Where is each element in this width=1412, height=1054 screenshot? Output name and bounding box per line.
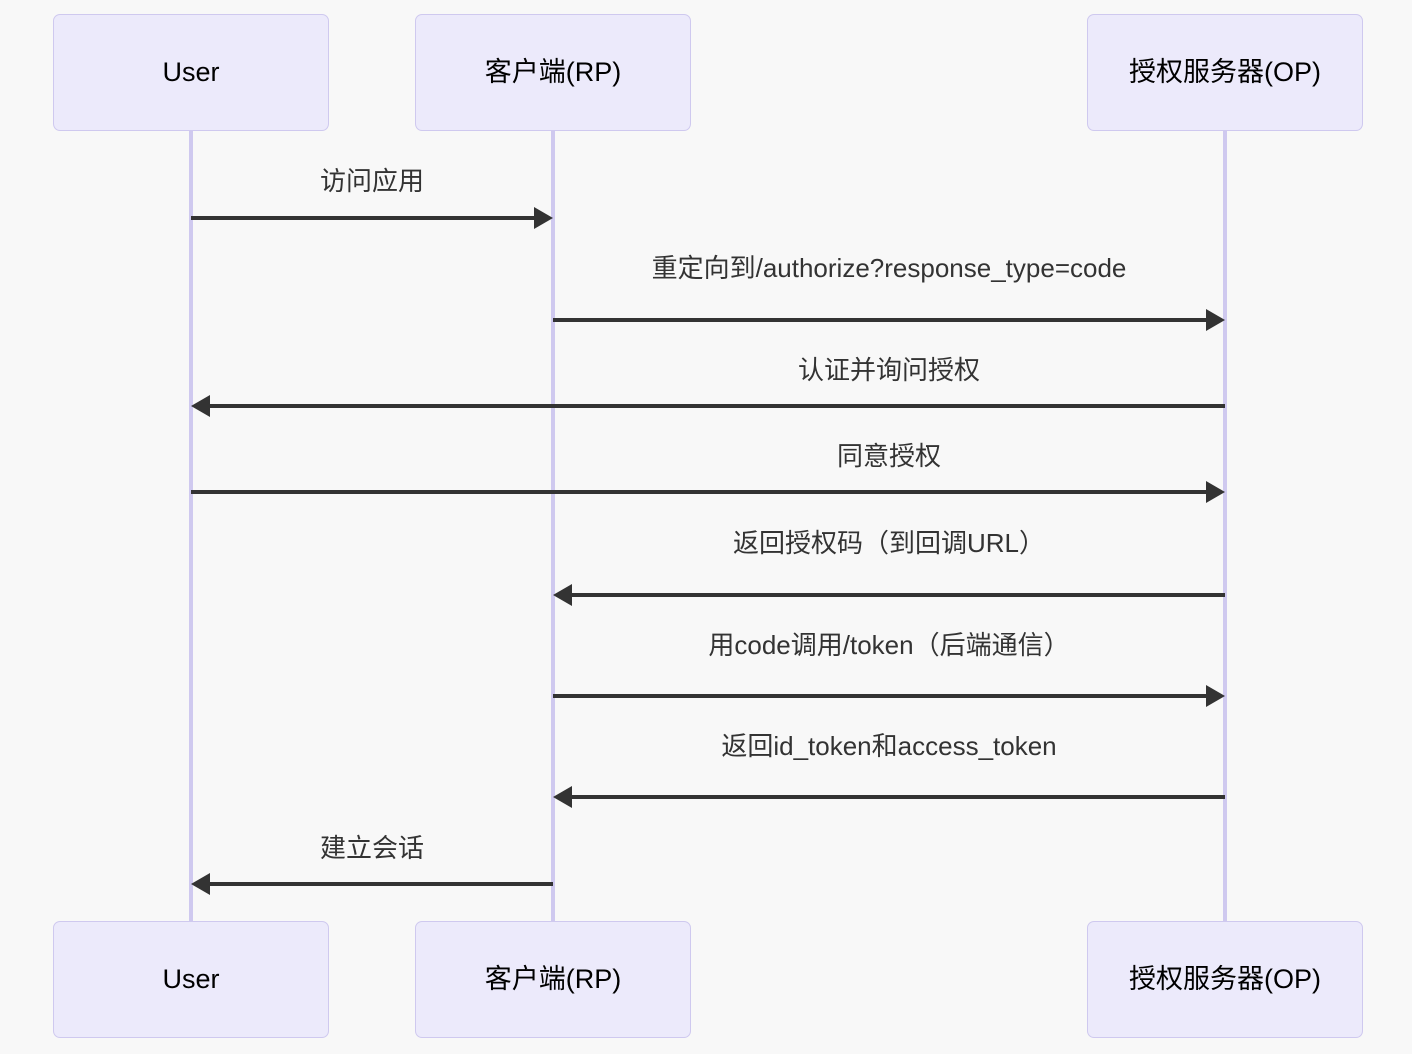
message-arrowhead-3 [191,395,210,417]
message-line-2 [553,318,1206,322]
message-arrowhead-8 [191,873,210,895]
participant-box-user-bottom[interactable]: User [53,921,329,1038]
message-arrowhead-5 [553,584,572,606]
message-label-5: 返回授权码（到回调URL） [732,528,1045,558]
participant-label-rp-top: 客户端(RP) [484,57,622,87]
message-line-3 [210,404,1225,408]
participant-label-op-top: 授权服务器(OP) [1129,57,1321,87]
participant-box-user-top[interactable]: User [53,14,329,131]
message-label-8: 建立会话 [319,833,424,863]
message-arrowhead-7 [553,786,572,808]
lifeline-op [1223,131,1227,921]
message-arrowhead-1 [534,207,553,229]
message-line-1 [191,216,534,220]
message-label-4: 同意授权 [836,441,941,471]
message-line-8 [210,882,553,886]
participant-label-user-top: User [162,57,220,87]
message-arrowhead-4 [1206,481,1225,503]
message-line-4 [191,490,1206,494]
participant-box-op-top[interactable]: 授权服务器(OP) [1087,14,1363,131]
message-label-2: 重定向到/authorize?response_type=code [651,253,1127,283]
participant-box-rp-top[interactable]: 客户端(RP) [415,14,691,131]
message-arrowhead-2 [1206,309,1225,331]
participant-label-rp-bottom: 客户端(RP) [484,964,622,994]
participant-label-user-bottom: User [162,964,220,994]
participant-label-op-bottom: 授权服务器(OP) [1129,964,1321,994]
message-arrowhead-6 [1206,685,1225,707]
message-label-6: 用code调用/token（后端通信） [708,630,1070,660]
message-label-3: 认证并询问授权 [797,355,980,385]
message-line-7 [572,795,1225,799]
message-label-1: 访问应用 [319,166,424,196]
message-label-7: 返回id_token和access_token [721,731,1057,761]
message-line-5 [572,593,1225,597]
participant-box-op-bottom[interactable]: 授权服务器(OP) [1087,921,1363,1038]
participant-box-rp-bottom[interactable]: 客户端(RP) [415,921,691,1038]
lifeline-rp [551,131,555,921]
message-line-6 [553,694,1206,698]
lifeline-user [189,131,193,921]
